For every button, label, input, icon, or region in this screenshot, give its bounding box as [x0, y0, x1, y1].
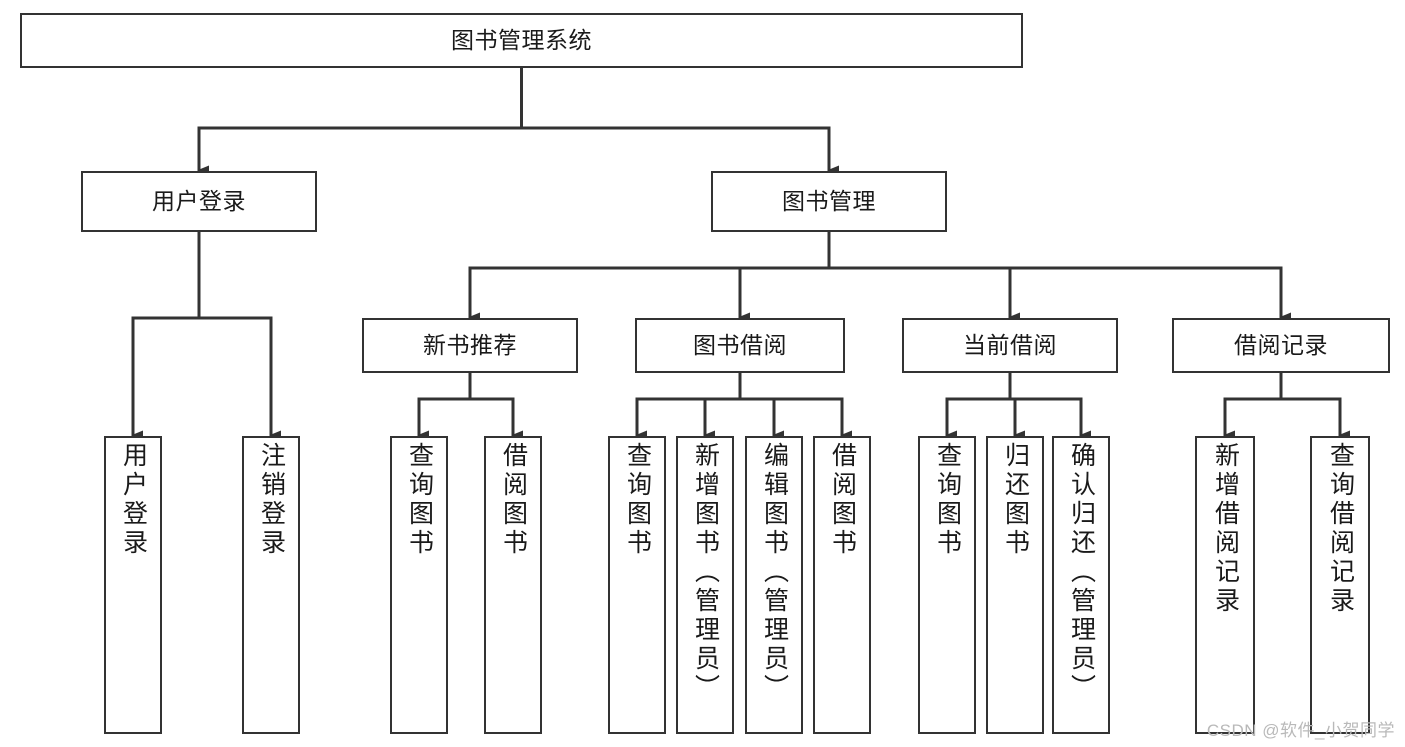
watermark-text: CSDN @软件_小贺同学: [1206, 721, 1395, 740]
node-label: 新书推荐: [423, 331, 517, 358]
node-leaf-query-book-2[interactable]: 查询图书: [608, 436, 666, 734]
node-leaf-add-book[interactable]: 新增图书（管理员）: [676, 436, 734, 734]
node-label: 查询图书: [933, 442, 962, 558]
node-label: 查询图书: [405, 442, 434, 558]
node-book-manage[interactable]: 图书管理: [711, 171, 947, 232]
node-leaf-edit-book[interactable]: 编辑图书（管理员）: [745, 436, 803, 734]
node-label: 查询借阅记录: [1326, 442, 1355, 616]
node-user-login[interactable]: 用户登录: [81, 171, 317, 232]
node-label: 图书管理系统: [451, 26, 592, 53]
node-borrow-record[interactable]: 借阅记录: [1172, 318, 1390, 373]
node-new-book-recommend[interactable]: 新书推荐: [362, 318, 578, 373]
node-leaf-query-book-3[interactable]: 查询图书: [918, 436, 976, 734]
node-label: 借阅记录: [1234, 331, 1328, 358]
node-label: 图书管理: [782, 187, 876, 214]
node-leaf-query-record[interactable]: 查询借阅记录: [1310, 436, 1370, 734]
node-leaf-user-login[interactable]: 用户登录: [104, 436, 162, 734]
node-leaf-query-book-1[interactable]: 查询图书: [390, 436, 448, 734]
node-leaf-return-book[interactable]: 归还图书: [986, 436, 1044, 734]
node-label: 新增借阅记录: [1211, 442, 1240, 616]
node-label: 注销登录: [257, 442, 286, 558]
node-label: 归还图书: [1001, 442, 1030, 558]
node-leaf-logout[interactable]: 注销登录: [242, 436, 300, 734]
node-label: 编辑图书（管理员）: [760, 442, 789, 703]
node-label: 新增图书（管理员）: [691, 442, 720, 703]
node-leaf-borrow-book-1[interactable]: 借阅图书: [484, 436, 542, 734]
node-label: 当前借阅: [963, 331, 1057, 358]
node-label: 查询图书: [623, 442, 652, 558]
node-label: 用户登录: [152, 187, 246, 214]
node-label: 确认归还（管理员）: [1067, 442, 1096, 703]
node-current-borrow[interactable]: 当前借阅: [902, 318, 1118, 373]
node-root[interactable]: 图书管理系统: [20, 13, 1023, 68]
node-label: 借阅图书: [828, 442, 857, 558]
node-label: 图书借阅: [693, 331, 787, 358]
node-leaf-borrow-book-2[interactable]: 借阅图书: [813, 436, 871, 734]
node-leaf-add-record[interactable]: 新增借阅记录: [1195, 436, 1255, 734]
node-leaf-confirm-return[interactable]: 确认归还（管理员）: [1052, 436, 1110, 734]
node-label: 借阅图书: [499, 442, 528, 558]
node-label: 用户登录: [119, 442, 148, 558]
node-book-borrow[interactable]: 图书借阅: [635, 318, 845, 373]
